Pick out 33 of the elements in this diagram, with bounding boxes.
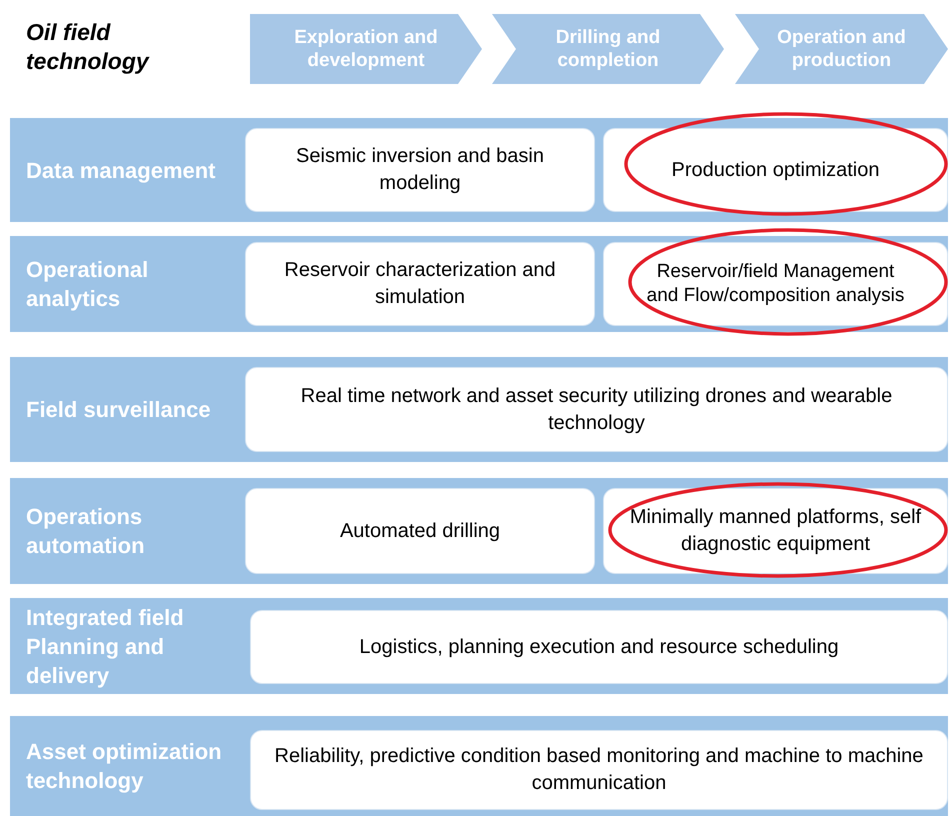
technology-text: Minimally manned platforms, self diagnostic equipment xyxy=(628,505,922,557)
technology-text: Real time network and asset security utilizing drones and wearable technology xyxy=(300,384,894,436)
technology-text: Automated drilling xyxy=(340,518,500,544)
highlight-ellipse xyxy=(628,228,948,336)
highlight-ellipse xyxy=(624,112,948,216)
category-heading: Field surveillance xyxy=(26,396,211,424)
category-heading: Asset optimization technology xyxy=(26,738,223,795)
technology-box xyxy=(245,128,595,212)
technology-box xyxy=(250,610,948,684)
technology-text: Reservoir/field Management and Flow/composition analysis xyxy=(646,260,905,308)
technology-text: Logistics, planning execution and resource scheduling xyxy=(359,634,839,660)
category-band xyxy=(10,478,948,584)
category-heading: Data management xyxy=(26,156,216,184)
category-heading: Operational analytics xyxy=(26,256,150,313)
technology-box xyxy=(603,128,948,212)
technology-text: Seismic inversion and basin modeling xyxy=(295,144,545,196)
stage-label: Exploration and development xyxy=(293,26,439,72)
stage-label: Operation and production xyxy=(776,26,907,72)
technology-box xyxy=(245,367,948,452)
category-band xyxy=(10,716,948,816)
category-heading: Operations automation xyxy=(26,503,146,560)
technology-box xyxy=(245,242,595,326)
technology-box xyxy=(250,730,948,810)
technology-box xyxy=(245,488,595,574)
technology-box xyxy=(603,242,948,326)
category-band xyxy=(10,357,948,462)
technology-text: Reliability, predictive condition based monitoring and machine to machine communication xyxy=(274,744,924,796)
category-band xyxy=(10,598,948,694)
stage-label: Drilling and completion xyxy=(554,26,662,72)
category-heading: Integrated field Planning and delivery xyxy=(26,604,185,690)
technology-text: Reservoir characterization and simulation xyxy=(283,258,557,310)
technology-text: Production optimization xyxy=(672,158,880,182)
diagram-title: Oil field technology xyxy=(26,18,150,76)
